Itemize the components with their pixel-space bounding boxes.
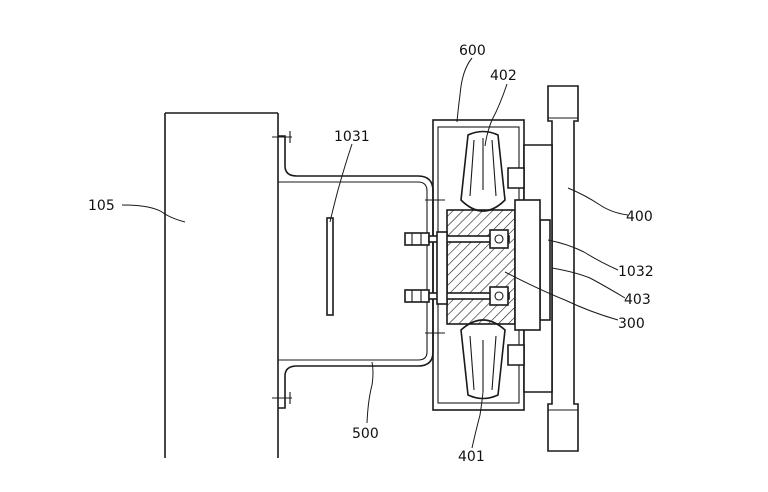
label-600: 600 [459,43,486,59]
bolt-upper [404,229,510,249]
label-500: 500 [352,426,379,442]
part-401-roller-bottom [460,319,506,400]
part-1031-slot [326,217,334,316]
label-1032: 1032 [618,264,654,280]
part-403-plate [514,199,541,331]
part-500-bracket [272,131,445,409]
part-105-plate [164,112,279,458]
label-300: 300 [618,316,645,332]
label-401: 401 [458,449,485,465]
part-402-roller-top [460,130,506,212]
bolt-lower [404,286,510,306]
bolt-washer-strip [436,231,448,305]
part-300-block [446,209,516,325]
label-403: 403 [624,292,651,308]
label-1031: 1031 [334,129,370,145]
leader-lines [121,57,629,449]
label-105: 105 [88,198,115,214]
label-402: 402 [490,68,517,84]
label-400: 400 [626,209,653,225]
